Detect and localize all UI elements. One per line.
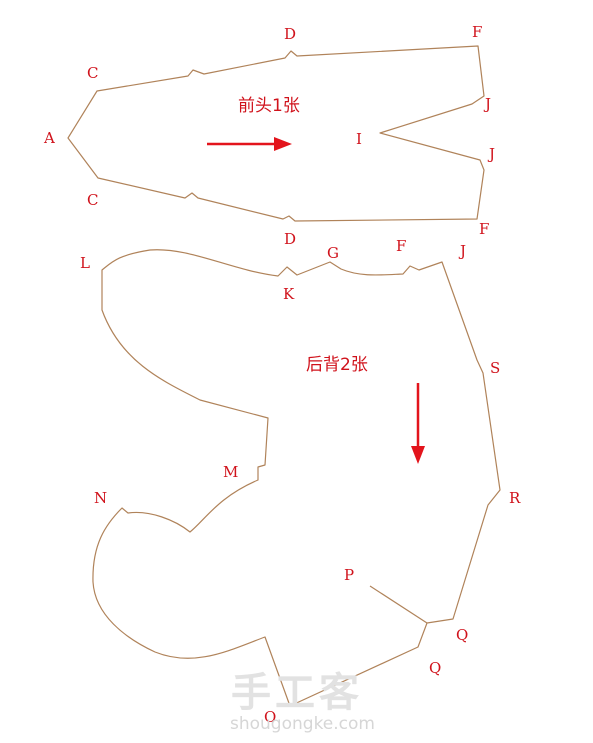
label-o: O bbox=[264, 708, 276, 726]
label-k: K bbox=[283, 285, 295, 303]
label-g: G bbox=[327, 244, 339, 262]
grain-arrow-front bbox=[207, 137, 292, 151]
label-d-bottom: D bbox=[284, 230, 296, 248]
front-piece-outline bbox=[67, 45, 485, 222]
label-i: I bbox=[356, 130, 362, 148]
watermark-en: shougongke.com bbox=[230, 714, 375, 734]
label-q-bottom: Q bbox=[429, 659, 441, 677]
label-c-bottom: C bbox=[87, 191, 98, 209]
label-j-back: J bbox=[458, 242, 466, 260]
label-f-back: F bbox=[396, 237, 406, 255]
label-m: M bbox=[223, 463, 238, 481]
label-a: A bbox=[43, 129, 55, 147]
grain-arrow-back bbox=[411, 383, 425, 464]
front-piece-title: 前头1张 bbox=[238, 96, 300, 116]
label-c-top: C bbox=[87, 64, 98, 82]
label-f-top: F bbox=[472, 23, 482, 41]
label-j-bottom: J bbox=[487, 145, 495, 163]
label-r: R bbox=[509, 489, 521, 507]
label-n: N bbox=[94, 489, 107, 507]
back-piece-outline bbox=[92, 249, 501, 707]
watermark-cn: 手工客 bbox=[231, 670, 363, 716]
label-s: S bbox=[490, 359, 500, 377]
label-f-bottom: F bbox=[479, 220, 489, 238]
label-d-top: D bbox=[284, 25, 296, 43]
label-p: P bbox=[344, 566, 354, 584]
dart-line-p bbox=[369, 585, 428, 624]
label-j-top: J bbox=[483, 95, 491, 113]
label-q-right: Q bbox=[456, 626, 468, 644]
label-l: L bbox=[80, 254, 90, 272]
back-piece-title: 后背2张 bbox=[306, 355, 368, 375]
